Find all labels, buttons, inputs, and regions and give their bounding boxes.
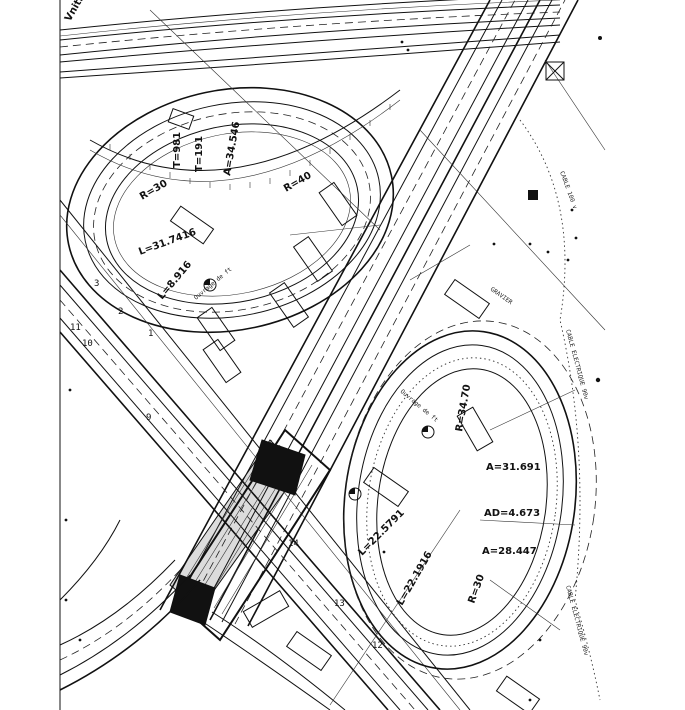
south-loop-ramp — [342, 320, 597, 680]
north-alignment-ticks — [109, 104, 391, 190]
main-highway — [159, 0, 579, 627]
label-north-loop-radius: R=40 — [282, 170, 314, 195]
label-north-loop-radius-alt: R=30 — [138, 178, 170, 203]
label-south-loop-arc-1: A=31.691 — [486, 462, 541, 473]
station-12: 12 — [372, 641, 383, 651]
station-2: 2 — [118, 307, 123, 317]
survey-targets — [203, 278, 435, 501]
sign-blocks — [167, 108, 541, 710]
label-south-cable: CABLE ELECTRIQUE 90v — [564, 585, 590, 657]
label-north-tangent-a: T=981 — [172, 132, 183, 168]
pylon-symbol — [545, 61, 565, 81]
black-marker — [528, 190, 538, 200]
station-1: 1 — [148, 329, 153, 339]
top-road — [59, 0, 561, 79]
label-north-tangent-b: T=191 — [194, 136, 205, 172]
north-alignment — [89, 89, 401, 171]
station-3: 3 — [94, 279, 99, 289]
scatter-marks — [64, 36, 602, 702]
bridge-deck — [169, 428, 332, 642]
west-ramps — [59, 519, 346, 710]
east-boundary — [519, 119, 601, 701]
label-north-cable: CABLE 100 v — [558, 170, 578, 210]
east-cable-line — [544, 59, 606, 151]
crossing-road — [59, 199, 471, 710]
label-ramp-length-1: L=22.5791 — [356, 508, 406, 558]
label-stop-2: Ouvrage de ft — [399, 388, 440, 424]
label-north-length: L=8.916 — [156, 259, 194, 302]
station-10: 10 — [82, 339, 93, 349]
station-14: 14 — [288, 539, 299, 549]
corner-label: Vnitre — [63, 0, 90, 23]
label-north-arc: A=34.546 — [222, 121, 242, 177]
station-13: 13 — [334, 599, 345, 609]
north-loop-ramp — [65, 86, 395, 334]
label-gravel: GRAVIER — [489, 286, 514, 306]
label-south-loop-ad: AD=4.673 — [484, 508, 540, 519]
station-11: 11 — [70, 323, 81, 333]
label-north-length-b: L=31.7416 — [137, 227, 197, 258]
label-ramp-length-2: L=22.1916 — [395, 550, 435, 608]
label-south-loop-arc-2: A=28.447 — [482, 546, 537, 557]
label-south-loop-radius: R=30 — [466, 573, 487, 605]
station-9: 9 — [146, 413, 151, 423]
